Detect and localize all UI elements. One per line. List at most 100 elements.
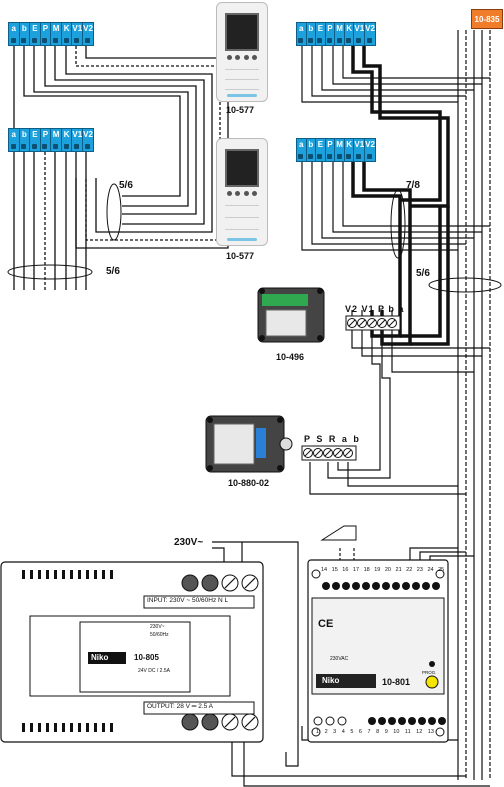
supply-brand: Niko	[91, 653, 109, 662]
terminal-b: b	[307, 139, 317, 161]
terminal-p: P	[41, 23, 52, 45]
terminal-label: V1	[72, 24, 83, 33]
monitor-top-label: 10-577	[226, 105, 255, 115]
terminal-a: a	[9, 129, 20, 151]
terminal-k: K	[62, 129, 73, 151]
cable-label-5-6-right: 5/6	[416, 268, 430, 279]
terminal-label: V1	[354, 24, 365, 33]
terminal-e: E	[30, 129, 41, 151]
screw-terminal-block-10-880-02	[301, 445, 357, 461]
terminal-label: a	[11, 130, 16, 139]
supply-input-label: INPUT: 230V ~ 50/60Hz N L	[147, 597, 229, 604]
terminal-label: V2	[365, 140, 375, 149]
terminal-e: E	[316, 139, 326, 161]
terminal-label: E	[317, 140, 324, 149]
cable-label-7-8: 7/8	[406, 180, 420, 191]
terminal-e: E	[316, 23, 326, 45]
terminal-m: M	[51, 129, 62, 151]
terminal-m: M	[335, 139, 345, 161]
terminal-label: P	[327, 24, 333, 33]
reference-tag-10-835: 10-835	[471, 9, 503, 29]
terminal-label: M	[52, 130, 60, 139]
module-10-496-terminal-letters: V2 V1 P b a	[345, 304, 405, 314]
terminal-k: K	[345, 23, 355, 45]
controller-bottom-terminal-numbers: 1 2 3 4 5 6 7 8 9 10 11 12 13	[316, 729, 434, 735]
cable-bundle-5-6-lower	[7, 264, 93, 280]
terminal-a: a	[297, 139, 307, 161]
terminal-label: K	[346, 24, 352, 33]
module-10-880-02-label: 10-880-02	[228, 478, 270, 488]
terminal-label: E	[32, 24, 38, 33]
terminal-k: K	[62, 23, 73, 45]
terminal-label: K	[346, 140, 352, 149]
controller-top-terminal-dots	[322, 582, 440, 590]
monitor-10-577-bottom	[216, 138, 268, 246]
controller-prog-label: PROG.	[422, 670, 437, 675]
terminal-a: a	[9, 23, 20, 45]
controller-ce-mark: CE	[318, 618, 334, 630]
monitor-bottom-label: 10-577	[226, 251, 255, 261]
terminal-a: a	[297, 23, 307, 45]
terminal-label: V2	[83, 130, 93, 139]
cable-label-5-6-lower: 5/6	[106, 266, 120, 277]
cable-label-5-6-upper: 5/6	[119, 180, 133, 191]
terminal-label: a	[299, 140, 304, 149]
cable-bundle-5-6-right	[428, 277, 502, 293]
controller-brand: Niko	[322, 676, 340, 685]
controller-10-801	[307, 559, 449, 743]
controller-model: 10-801	[382, 677, 411, 687]
left-upper-wiring	[13, 46, 229, 249]
terminal-label: V2	[365, 24, 375, 33]
supply-fins-top	[22, 570, 113, 579]
terminal-label: P	[42, 130, 49, 139]
terminal-p: P	[326, 139, 336, 161]
terminal-label: b	[21, 130, 27, 139]
terminal-label: E	[32, 130, 38, 139]
controller-top-terminal-numbers: 14 15 16 17 18 19 20 21 22 23 24 25	[321, 567, 445, 573]
terminal-label: a	[11, 24, 16, 33]
supply-output-label: OUTPUT: 28 V ═ 2.5 A	[147, 703, 214, 710]
terminal-v2: V2	[365, 139, 375, 161]
supply-spec-2: 50/60Hz	[150, 632, 169, 638]
module-10-496-label: 10-496	[276, 352, 305, 362]
supply-spec-3: 24V DC / 2.5A	[138, 668, 170, 674]
terminal-label: E	[317, 24, 324, 33]
supply-spec-1: 230V~	[150, 624, 165, 630]
terminal-b: b	[20, 129, 31, 151]
terminal-label: M	[336, 140, 343, 149]
terminal-label: M	[52, 24, 60, 33]
controller-mains-label: 230VAC	[330, 656, 349, 662]
terminal-label: P	[327, 140, 333, 149]
cable-bundle-7-8	[390, 189, 406, 259]
terminal-v1: V1	[72, 23, 84, 45]
left-lower-wiring	[13, 152, 87, 290]
terminal-label: K	[63, 24, 70, 33]
speaker-symbol	[320, 525, 357, 541]
terminal-p: P	[326, 23, 336, 45]
terminal-label: P	[42, 24, 49, 33]
power-supply-10-805	[0, 561, 264, 743]
terminal-label: V1	[354, 140, 365, 149]
controller-bottom-terminal-dots	[313, 716, 446, 726]
supply-screw-terminals-top	[181, 574, 259, 592]
terminal-label: V1	[72, 130, 83, 139]
terminal-label: V2	[83, 24, 93, 33]
supply-fins-bottom	[22, 723, 113, 732]
terminal-b: b	[20, 23, 31, 45]
terminal-v1: V1	[354, 23, 366, 45]
terminal-v2: V2	[365, 23, 375, 45]
terminal-e: E	[30, 23, 41, 45]
terminal-v1: V1	[354, 139, 366, 161]
terminal-label: M	[336, 24, 343, 33]
terminal-label: a	[299, 24, 304, 33]
terminal-b: b	[307, 23, 317, 45]
screw-terminal-block-10-496	[345, 315, 401, 331]
mains-label: 230V~	[174, 537, 204, 548]
right-heavy-wiring	[351, 46, 450, 346]
supply-model: 10-805	[134, 653, 159, 662]
module-10-880-02	[205, 415, 293, 473]
